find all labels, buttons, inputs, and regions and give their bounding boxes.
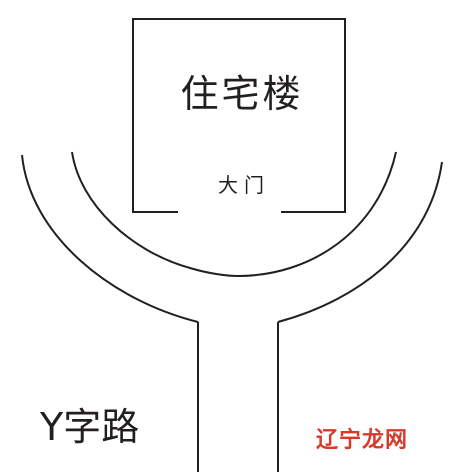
door-label: 大门 xyxy=(218,173,270,197)
building-outline xyxy=(132,18,346,213)
road-label: Y字路 xyxy=(39,405,139,449)
watermark-logo: 辽宁龙网 xyxy=(316,427,408,453)
road-outer-arc-left xyxy=(21,154,199,323)
road-inner-arc xyxy=(71,151,397,278)
building-label: 住宅楼 xyxy=(180,72,303,116)
road-outer-arc-right xyxy=(277,161,443,323)
